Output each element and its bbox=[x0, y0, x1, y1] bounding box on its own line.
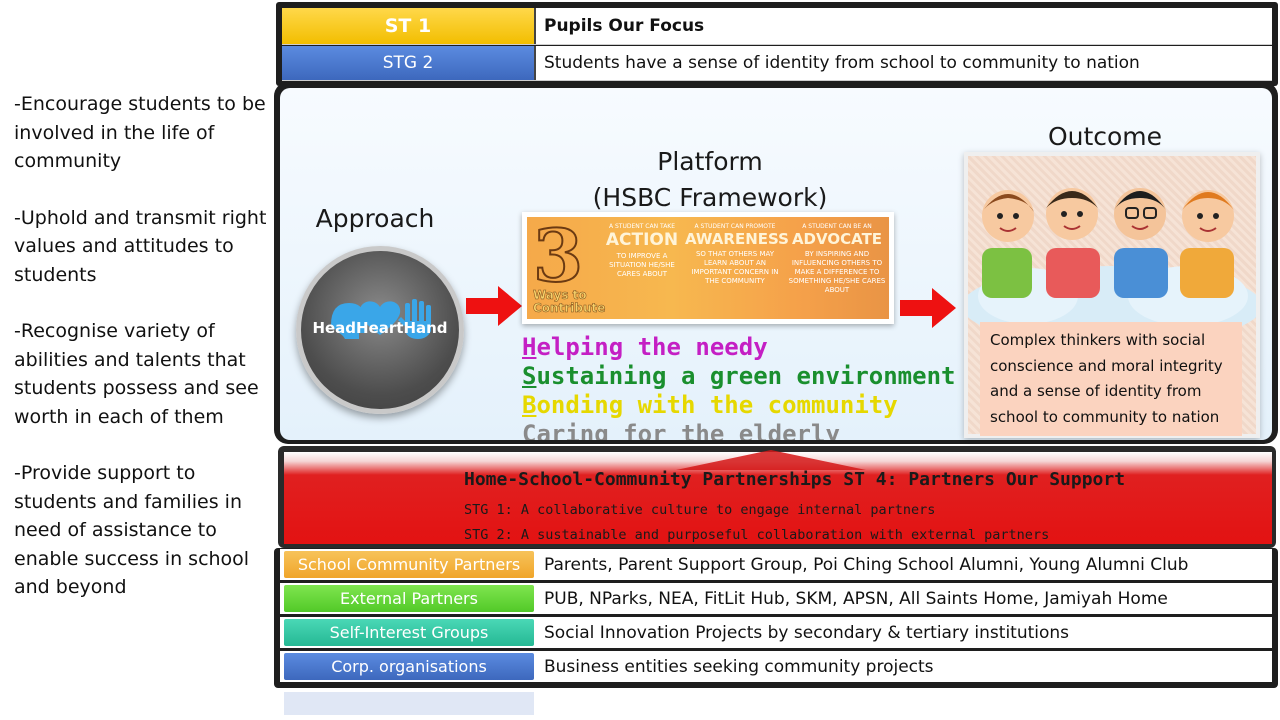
hsbc-framework-card: 3 Ways to Contribute A STUDENT CAN TAKE … bbox=[522, 212, 894, 324]
top-goals-frame: ST 1 Pupils Our Focus STG 2 Students hav… bbox=[276, 2, 1278, 86]
partner-row-label: Corp. organisations bbox=[284, 653, 534, 680]
arrow-up-icon bbox=[676, 450, 866, 470]
partner-row-label: Self-Interest Groups bbox=[284, 619, 534, 646]
pillar-rest: ustaining a green environment bbox=[536, 362, 956, 390]
partner-row: School Community Partners Parents, Paren… bbox=[280, 549, 1272, 580]
partner-row: Corp. organisations Business entities se… bbox=[280, 651, 1272, 682]
stg2-label: STG 2 bbox=[282, 46, 536, 80]
outcome-heading: Outcome bbox=[1047, 122, 1163, 151]
col-intro: A STUDENT CAN BE AN bbox=[802, 223, 872, 230]
pillar-sustaining: Sustaining a green environment bbox=[522, 362, 955, 390]
partner-row-text: PUB, NParks, NEA, FitLit Hub, SKM, APSN,… bbox=[544, 588, 1168, 609]
note-item: -Encourage students to be involved in th… bbox=[14, 93, 272, 172]
note-item: -Uphold and transmit right values and at… bbox=[14, 206, 273, 286]
pillar-caring: Caring for the elderly bbox=[522, 420, 840, 440]
big-three: 3 bbox=[532, 213, 584, 299]
pillar-rest: onding with the community bbox=[536, 391, 898, 419]
partner-row: Self-Interest Groups Social Innovation P… bbox=[280, 617, 1272, 648]
pillar-helping: Helping the needy bbox=[522, 333, 768, 361]
arrow-right-icon bbox=[466, 286, 522, 326]
card-subtitle: Ways to Contribute bbox=[533, 288, 606, 315]
stg2-text: Students have a sense of identity from s… bbox=[544, 53, 1140, 73]
platform-heading-line2: (HSBC Framework) bbox=[592, 183, 828, 212]
approach-caption: HeadHeartHand bbox=[312, 319, 448, 337]
st1-text: Pupils Our Focus bbox=[544, 16, 705, 36]
arrow-right-icon bbox=[900, 288, 956, 328]
partner-row-text: Business entities seeking community proj… bbox=[544, 656, 934, 677]
partner-row-label: External Partners bbox=[284, 585, 534, 612]
st1-label: ST 1 bbox=[282, 8, 536, 44]
pillar-initial: S bbox=[522, 362, 537, 390]
col-intro: A STUDENT CAN TAKE bbox=[608, 223, 676, 230]
col-intro: A STUDENT CAN PROMOTE bbox=[694, 223, 776, 230]
pillar-rest: aring for the elderly bbox=[536, 420, 840, 440]
pillar-initial: C bbox=[522, 420, 537, 440]
col-title: AWARENESS bbox=[685, 230, 789, 248]
note-item: -Provide support to students and familie… bbox=[14, 462, 256, 598]
approach-heading: Approach bbox=[315, 204, 435, 233]
card-col-action: A STUDENT CAN TAKE ACTION TO IMPROVE A S… bbox=[597, 223, 687, 279]
partnerships-stg1: STG 1: A collaborative culture to engage… bbox=[464, 502, 936, 518]
partner-row-text: Parents, Parent Support Group, Poi Ching… bbox=[544, 554, 1189, 575]
left-notes: -Encourage students to be involved in th… bbox=[14, 90, 276, 630]
col-body: TO IMPROVE A SITUATION HE/SHE CARES ABOU… bbox=[609, 252, 675, 278]
children-illustration bbox=[968, 188, 1256, 326]
partner-row-text: Social Innovation Projects by secondary … bbox=[544, 622, 1070, 643]
col-body: BY INSPIRING AND INFLUENCING OTHERS TO M… bbox=[788, 250, 886, 294]
card-col-awareness: A STUDENT CAN PROMOTE AWARENESS SO THAT … bbox=[685, 223, 789, 286]
pillar-initial: H bbox=[522, 333, 537, 361]
partner-row: External Partners PUB, NParks, NEA, FitL… bbox=[280, 583, 1272, 614]
partnerships-title: Home-School-Community Partnerships ST 4:… bbox=[464, 469, 1126, 490]
st1-row: ST 1 Pupils Our Focus bbox=[282, 8, 1272, 45]
platform-heading-line1: Platform bbox=[657, 147, 763, 176]
partner-row-label: School Community Partners bbox=[284, 551, 534, 578]
outcome-text: Complex thinkers with social conscience … bbox=[980, 322, 1242, 436]
col-title: ACTION bbox=[605, 230, 679, 250]
table-reflection bbox=[280, 692, 1272, 720]
card-col-advocate: A STUDENT CAN BE AN ADVOCATE BY INSPIRIN… bbox=[787, 223, 887, 295]
col-body: SO THAT OTHERS MAY LEARN ABOUT AN IMPORT… bbox=[691, 250, 779, 285]
col-title: ADVOCATE bbox=[791, 230, 883, 248]
platform-heading: Platform (HSBC Framework) bbox=[560, 144, 860, 216]
pillar-bonding: Bonding with the community bbox=[522, 391, 898, 419]
partnerships-stg2: STG 2: A sustainable and purposeful coll… bbox=[464, 527, 1050, 543]
note-item: -Recognise variety of abilities and tale… bbox=[14, 320, 265, 428]
head-heart-hand-icon bbox=[331, 299, 431, 339]
stg2-row: STG 2 Students have a sense of identity … bbox=[282, 46, 1272, 81]
approach-circle: HeadHeartHand bbox=[296, 246, 464, 414]
pillar-rest: elping the needy bbox=[536, 333, 768, 361]
pillar-initial: B bbox=[522, 391, 537, 419]
